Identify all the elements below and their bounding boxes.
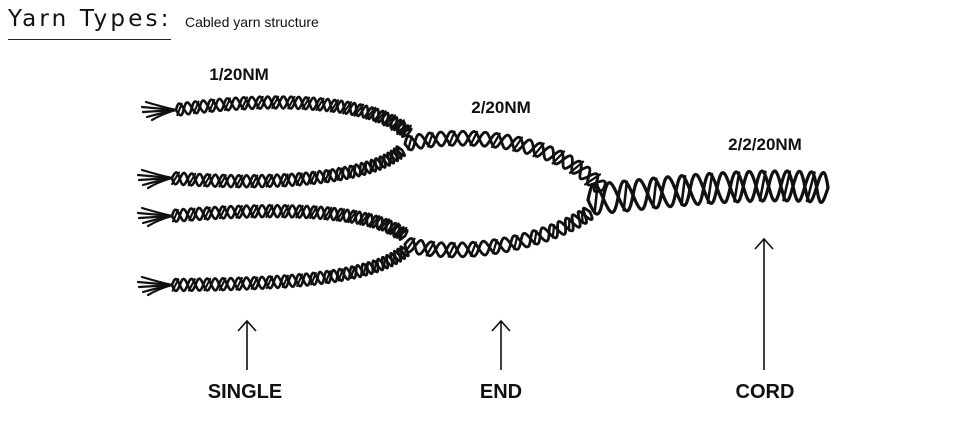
frayed-end-4	[138, 277, 172, 295]
end-yarn-lower	[405, 208, 592, 257]
cord-stage-label: CORD	[736, 381, 795, 403]
end-count-label: 2/20NM	[471, 98, 531, 117]
single-yarn-4	[172, 247, 408, 291]
end-yarn-upper	[405, 131, 605, 191]
cord-count-label: 2/2/20NM	[728, 135, 802, 154]
arrows	[238, 239, 773, 370]
frayed-end-1	[142, 102, 176, 120]
end-arrow	[492, 321, 510, 370]
cord-arrow	[755, 239, 773, 370]
frayed-end-2	[138, 170, 172, 188]
frayed-end-3	[138, 208, 172, 226]
single-yarn-3	[172, 205, 407, 239]
end-stage-label: END	[480, 381, 522, 403]
single-stage-label: SINGLE	[208, 381, 282, 403]
single-yarn-1	[176, 97, 411, 137]
yarn-strands	[138, 97, 828, 296]
cord-yarn	[588, 171, 828, 214]
single-count-label: 1/20NM	[209, 65, 269, 84]
single-yarn-2	[172, 147, 405, 188]
single-arrow	[238, 321, 256, 370]
